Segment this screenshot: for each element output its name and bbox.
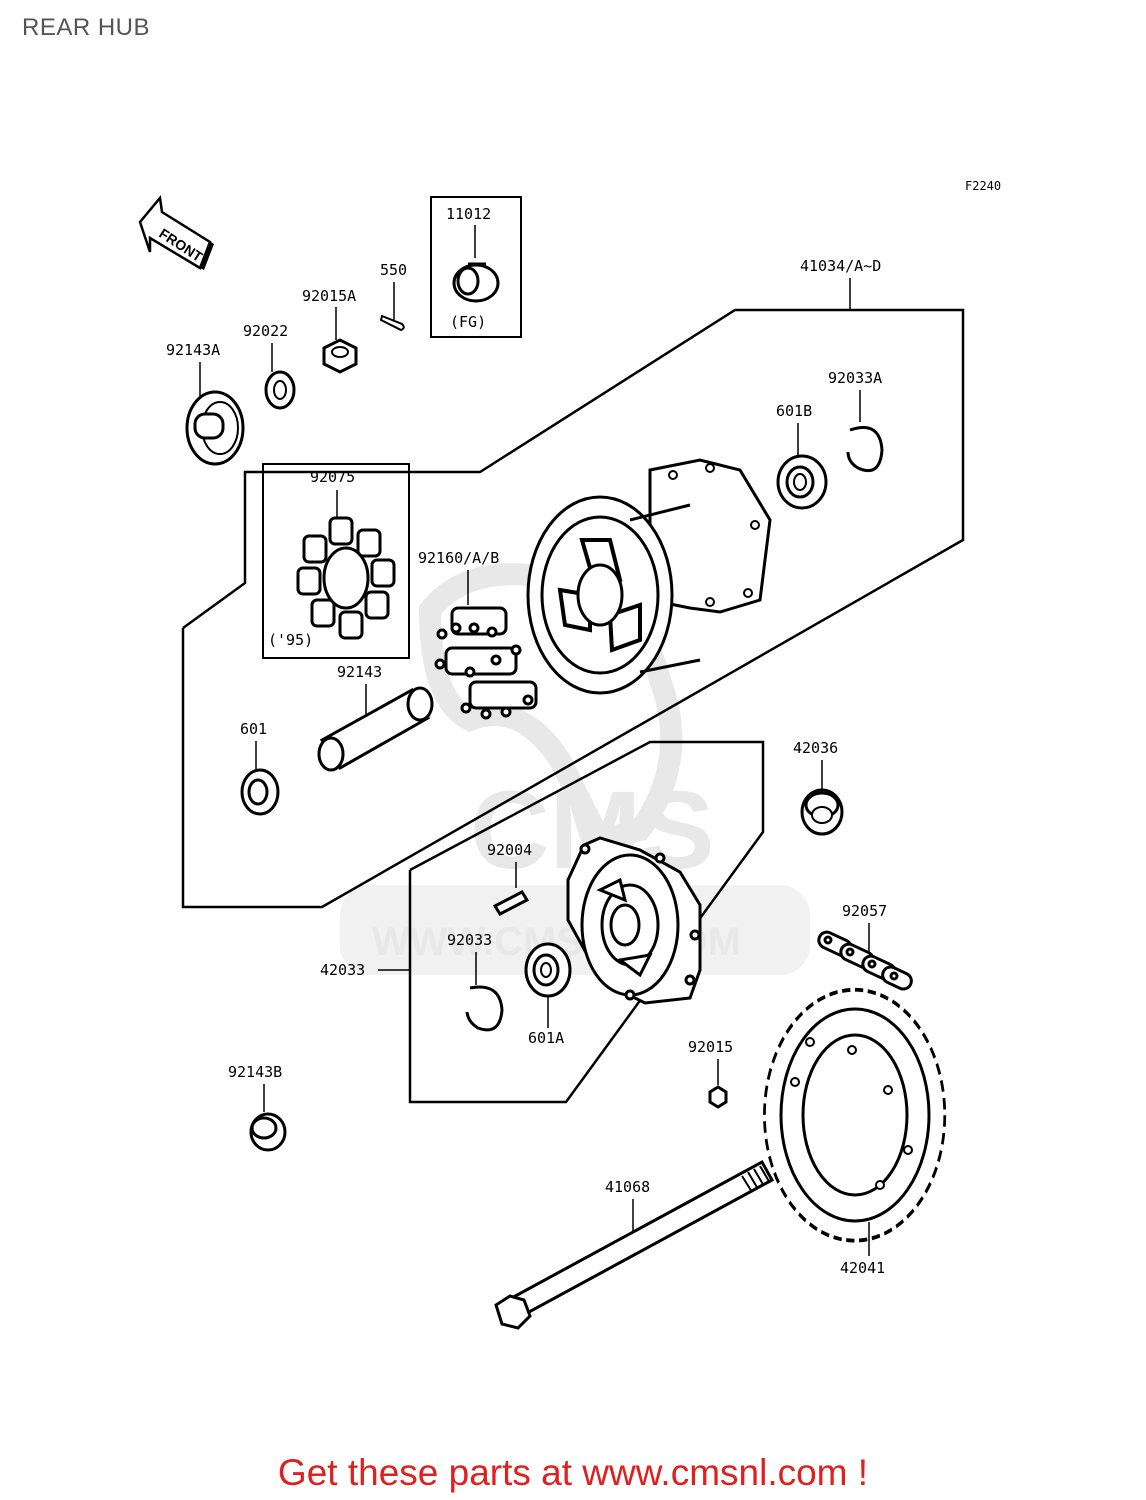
- part-box-92075: [262, 463, 410, 659]
- coupling-icon[interactable]: [566, 836, 702, 1005]
- stud-icon[interactable]: [492, 890, 530, 916]
- part-label-11012[interactable]: 11012: [446, 205, 491, 223]
- castle-nut-icon[interactable]: [322, 338, 358, 374]
- circlip-92033-icon[interactable]: [465, 985, 504, 1032]
- axle-icon[interactable]: [494, 1159, 775, 1330]
- footer-link[interactable]: Get these parts at www.cmsnl.com !: [277, 1452, 869, 1493]
- collar-icon[interactable]: [185, 390, 245, 466]
- rear-hub-parts-diagram: CMS WWW.CMSNL.COM F2240 FRONT 11012 (FG)…: [138, 179, 1001, 1330]
- part-label-92033[interactable]: 92033: [447, 931, 492, 949]
- figure-code: F2240: [965, 179, 1001, 193]
- part-label-92004[interactable]: 92004: [487, 841, 532, 859]
- collar-tube-icon[interactable]: [317, 686, 434, 772]
- part-label-42041[interactable]: 42041: [840, 1259, 885, 1277]
- part-label-92057[interactable]: 92057: [842, 902, 887, 920]
- part-label-92015[interactable]: 92015: [688, 1038, 733, 1056]
- part-note-11012: (FG): [450, 313, 486, 331]
- part-label-601A[interactable]: 601A: [528, 1029, 564, 1047]
- part-label-92015A[interactable]: 92015A: [302, 287, 356, 305]
- circlip-icon[interactable]: [846, 426, 884, 473]
- sprocket-icon[interactable]: [763, 987, 947, 1243]
- bushing-icon[interactable]: [452, 262, 500, 303]
- spacer-icon[interactable]: [800, 788, 844, 836]
- bearing-icon[interactable]: [776, 454, 828, 510]
- bearing-601A-icon[interactable]: [524, 942, 572, 998]
- bearing-601-icon[interactable]: [240, 768, 280, 816]
- coupling-assembly-outline: [408, 740, 765, 1104]
- part-label-92022[interactable]: 92022: [243, 322, 288, 340]
- damper-icon[interactable]: [296, 516, 396, 640]
- part-box-11012: [430, 196, 522, 338]
- part-label-601B[interactable]: 601B: [776, 402, 812, 420]
- cotter-pin-icon[interactable]: [379, 314, 405, 332]
- washer-icon[interactable]: [264, 370, 296, 410]
- damper-rubber-icon[interactable]: [434, 606, 538, 720]
- chain-icon[interactable]: [816, 930, 914, 992]
- part-label-92143A[interactable]: 92143A: [166, 341, 220, 359]
- part-label-92143[interactable]: 92143: [337, 663, 382, 681]
- part-label-550[interactable]: 550: [380, 261, 407, 279]
- part-label-42036[interactable]: 42036: [793, 739, 838, 757]
- footer-cta[interactable]: Get these parts at www.cmsnl.com !: [0, 1452, 1146, 1494]
- part-label-41068[interactable]: 41068: [605, 1178, 650, 1196]
- page-title: REAR HUB: [22, 14, 151, 41]
- part-label-92075[interactable]: 92075: [310, 468, 355, 486]
- part-note-92075: ('95): [268, 631, 313, 649]
- part-label-42033[interactable]: 42033: [320, 961, 365, 979]
- collar-92143B-icon[interactable]: [249, 1112, 287, 1152]
- part-label-41034[interactable]: 41034/A~D: [800, 257, 881, 275]
- nut-icon[interactable]: [708, 1085, 728, 1109]
- part-label-92160[interactable]: 92160/A/B: [418, 549, 499, 567]
- part-label-92033A[interactable]: 92033A: [828, 369, 882, 387]
- part-label-92143B[interactable]: 92143B: [228, 1063, 282, 1081]
- part-label-601[interactable]: 601: [240, 720, 267, 738]
- front-arrow-icon: FRONT: [138, 195, 214, 270]
- hub-assembly-outline: [181, 308, 965, 909]
- rear-hub-icon[interactable]: [526, 458, 772, 695]
